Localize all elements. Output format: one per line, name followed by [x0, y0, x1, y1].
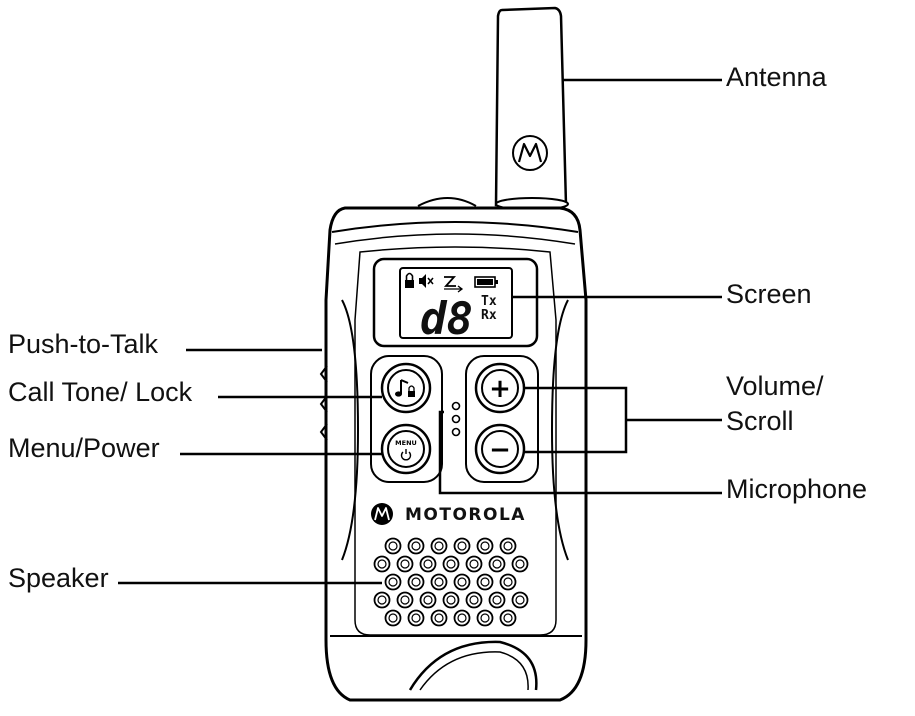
- speaker-hole-inner: [492, 559, 502, 569]
- minus-symbol: −: [489, 435, 511, 465]
- volume-up-button[interactable]: +: [474, 362, 526, 414]
- channel-display: d8: [420, 294, 473, 345]
- rx-indicator: Rx: [481, 308, 497, 323]
- speaker-hole-inner: [503, 613, 513, 623]
- speaker-hole-inner: [469, 595, 479, 605]
- speaker-hole-inner: [457, 541, 467, 551]
- label-scroll: Scroll: [726, 406, 794, 436]
- side-ptt-ridges: [319, 365, 328, 441]
- speaker-hole-inner: [400, 559, 410, 569]
- label-antenna: Antenna: [726, 62, 828, 92]
- speaker-hole-inner: [434, 613, 444, 623]
- lock-icon: [405, 272, 414, 288]
- label-volume: Volume/: [726, 371, 824, 401]
- button-lock-icon: [408, 385, 415, 397]
- label-menu-power: Menu/Power: [8, 433, 160, 463]
- top-knob: [417, 197, 477, 207]
- speaker-grille: [373, 537, 529, 627]
- brand-name: MOTOROLA: [405, 505, 526, 525]
- speaker-hole-inner: [446, 559, 456, 569]
- speaker-hole-inner: [457, 613, 467, 623]
- volume-down-button[interactable]: −: [474, 423, 526, 475]
- microphone-holes: [451, 401, 461, 437]
- speaker-hole-inner: [434, 541, 444, 551]
- speaker-hole-inner: [434, 577, 444, 587]
- power-icon: [400, 449, 412, 461]
- speaker-hole-inner: [469, 559, 479, 569]
- speaker-hole-inner: [411, 577, 421, 587]
- leader-lines: [118, 78, 722, 585]
- microphone-leader: [438, 410, 722, 495]
- speaker-hole-inner: [377, 595, 387, 605]
- speaker-hole-inner: [515, 595, 525, 605]
- label-speaker: Speaker: [8, 563, 109, 593]
- label-push-to-talk: Push-to-Talk: [8, 329, 159, 359]
- motorola-logo-icon: [371, 503, 393, 525]
- speaker-hole-inner: [503, 541, 513, 551]
- speaker-hole-inner: [480, 541, 490, 551]
- speaker-hole-inner: [388, 577, 398, 587]
- speaker-hole-inner: [423, 559, 433, 569]
- antenna: [494, 6, 569, 211]
- menu-power-button[interactable]: MENU: [380, 423, 432, 475]
- speaker-hole-inner: [411, 541, 421, 551]
- speaker-hole-inner: [503, 577, 513, 587]
- speaker-hole-inner: [423, 595, 433, 605]
- label-screen: Screen: [726, 279, 812, 309]
- speaker-hole-inner: [446, 595, 456, 605]
- scan-icon: [443, 276, 464, 293]
- speaker-hole-inner: [457, 577, 467, 587]
- antenna-logo-icon: [512, 135, 548, 171]
- speaker-hole-inner: [515, 559, 525, 569]
- speaker-hole-inner: [388, 541, 398, 551]
- tx-indicator: Tx: [481, 294, 497, 309]
- speaker-hole-inner: [411, 613, 421, 623]
- plus-symbol: +: [489, 374, 511, 404]
- speaker-hole-inner: [377, 559, 387, 569]
- speaker-hole-inner: [388, 613, 398, 623]
- label-call-tone-lock: Call Tone/ Lock: [8, 377, 193, 407]
- label-microphone: Microphone: [726, 474, 867, 504]
- battery-icon: [474, 276, 498, 288]
- speaker-hole-inner: [400, 595, 410, 605]
- music-note-icon: [395, 379, 409, 397]
- menu-button-text: MENU: [395, 439, 417, 447]
- speaker-hole-inner: [480, 613, 490, 623]
- speaker-hole-inner: [480, 577, 490, 587]
- lcd-screen: d8 Tx Rx: [372, 257, 539, 348]
- speaker-hole-inner: [492, 595, 502, 605]
- call-tone-lock-button[interactable]: [380, 362, 432, 414]
- volume-leader: [524, 386, 722, 454]
- mute-icon: [419, 274, 434, 288]
